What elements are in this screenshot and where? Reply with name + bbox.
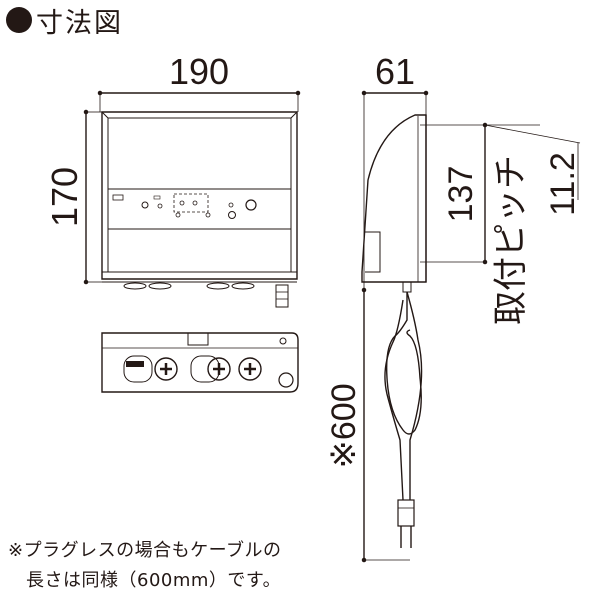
bottom-view — [101, 332, 299, 393]
plug — [397, 499, 415, 527]
front-view — [83, 90, 301, 308]
cable-gland — [275, 284, 289, 308]
control-panel — [107, 188, 292, 230]
sensor-knob — [245, 199, 257, 211]
note-line-2: 長さは同様（600mm）です。 — [26, 570, 282, 591]
side-body-outline — [361, 114, 427, 283]
diagram-title: 寸法図 — [6, 2, 123, 39]
title-text: 寸法図 — [36, 7, 123, 39]
side-view — [361, 90, 581, 563]
bullet-dot-icon — [6, 7, 32, 33]
width-label: 190 — [169, 51, 229, 92]
bottom-body-outline — [101, 332, 299, 393]
height-label: 170 — [44, 167, 85, 227]
note-line-1: ※プラグレスの場合もケーブルの — [8, 540, 282, 561]
pitch-value-label: 137 — [442, 166, 480, 223]
offset-label: 11.2 — [544, 152, 582, 216]
cord-length-label: ※600 — [325, 383, 363, 468]
outlet-3 — [238, 357, 262, 381]
front-body-outline — [101, 111, 298, 280]
outlet-2 — [207, 357, 231, 381]
depth-label: 61 — [375, 51, 415, 92]
outlet-1 — [154, 357, 178, 381]
pitch-text-label: 取付ピッチ — [491, 155, 531, 325]
